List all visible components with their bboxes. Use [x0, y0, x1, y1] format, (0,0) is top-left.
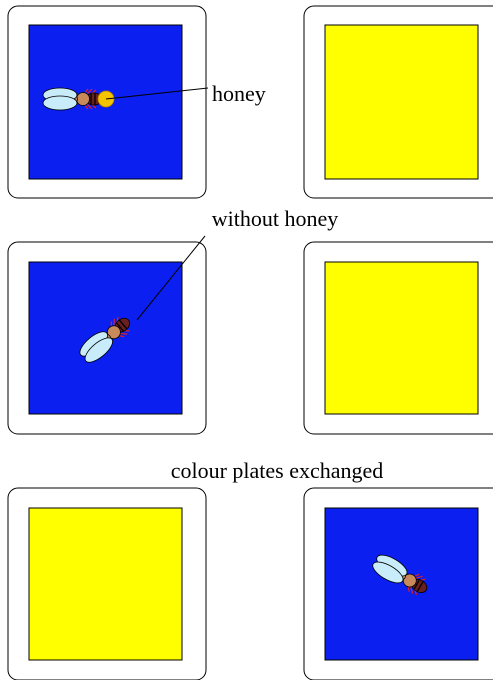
panel-row2-left [7, 241, 207, 435]
honey-leader-line [105, 87, 209, 100]
yellow-plate [324, 24, 479, 180]
panel-row3-left [7, 487, 207, 680]
panel-row2-right [303, 241, 493, 435]
exchanged-label: colour plates exchanged [171, 458, 384, 483]
panel-row1-right [303, 5, 493, 199]
yellow-plate [324, 261, 479, 415]
without-honey-label: without honey [212, 206, 339, 231]
yellow-plate [28, 507, 183, 661]
blue-plate [324, 507, 479, 661]
honey-label: honey [212, 81, 266, 106]
without-honey-leader-line [136, 235, 206, 321]
panel-row3-right [303, 487, 493, 680]
panel-row1-left [7, 5, 207, 199]
